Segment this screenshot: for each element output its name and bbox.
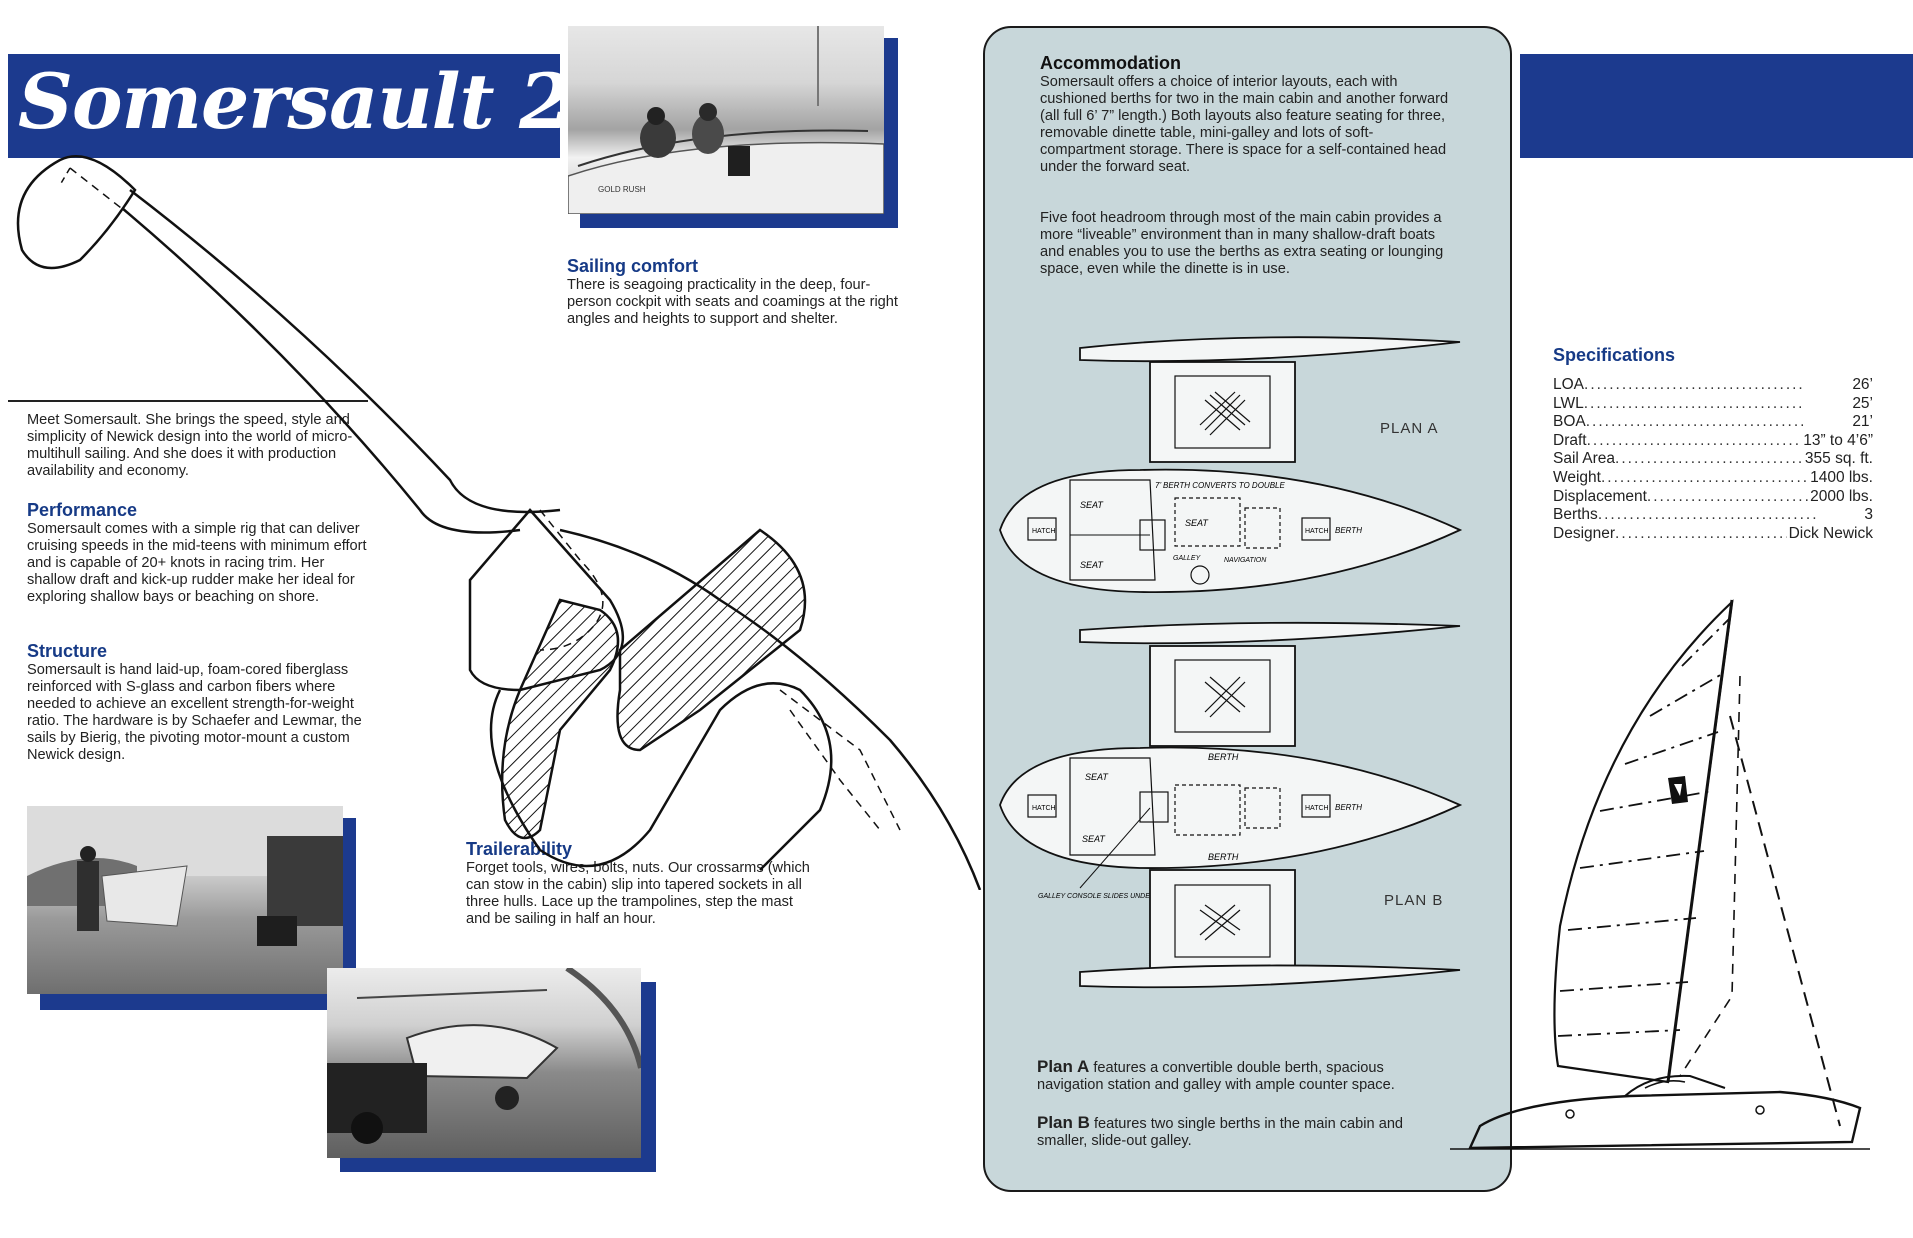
spec-row: Displacement............................… [1553, 487, 1873, 505]
plan-b-berth-bottom: BERTH [1208, 852, 1239, 862]
plan-a-hatch-left: HATCH [1032, 528, 1056, 535]
performance-text: Somersault comes with a simple rig that … [27, 521, 367, 605]
accommodation-heading: Accommodation [1040, 53, 1182, 73]
plan-a-berth-convert: 7’ BERTH CONVERTS TO DOUBLE [1155, 481, 1285, 490]
specifications-table: LOA...................................26… [1553, 376, 1873, 543]
intro-rule [8, 400, 368, 402]
plan-b-berth: BERTH [1335, 803, 1362, 812]
structure-heading: Structure [27, 641, 108, 661]
accommodation-panel [983, 26, 1512, 1192]
spec-row: Draft...................................… [1553, 431, 1873, 449]
trailer-photo-art [327, 968, 641, 1144]
spec-row: Weight..................................… [1553, 468, 1873, 486]
boat-name-text: GOLD RUSH [598, 185, 646, 194]
plan-b-caption-text: features two single berths in the main c… [1037, 1116, 1404, 1149]
structure-text: Somersault is hand laid-up, foam-cored f… [27, 662, 362, 763]
sail-plan-drawing [1450, 599, 1870, 1150]
trailer-photo [327, 968, 641, 1158]
plan-b-seat-2: SEAT [1082, 834, 1106, 844]
brochure-title: Somersault 26’ [18, 57, 649, 146]
plan-b-seat-1: SEAT [1085, 772, 1109, 782]
plan-a-seat-2: SEAT [1080, 560, 1104, 570]
plan-a-caption-title: Plan A [1037, 1057, 1090, 1076]
specifications-heading: Specifications [1553, 345, 1676, 365]
accommodation-paragraph-1: Somersault offers a choice of interior l… [1040, 74, 1449, 175]
plan-a-caption: Plan A features a convertible double ber… [1037, 1058, 1437, 1094]
field-photo [27, 806, 343, 994]
plan-b-hatch-left: HATCH [1032, 805, 1056, 812]
crossarm-drawing [16, 155, 982, 890]
plan-a-label: PLAN A [1380, 420, 1439, 437]
plan-b-berth-top: BERTH [1208, 752, 1239, 762]
plan-a-navigation: NAVIGATION [1224, 557, 1267, 564]
performance-heading: Performance [27, 500, 138, 520]
plan-a-hatch-right: HATCH [1305, 528, 1329, 535]
spec-row: Designer................................… [1553, 524, 1873, 542]
plan-b-label: PLAN B [1384, 892, 1444, 909]
plan-a-seat-1: SEAT [1080, 500, 1104, 510]
plan-a-berth: BERTH [1335, 526, 1362, 535]
sailing-comfort-text: There is seagoing practicality in the de… [567, 277, 898, 327]
spec-row: BOA...................................21… [1553, 413, 1873, 431]
spec-row: Sail Area...............................… [1553, 450, 1873, 468]
spec-row: LOA...................................26… [1553, 376, 1873, 393]
accommodation-paragraph-2: Five foot headroom through most of the m… [1040, 210, 1444, 277]
floor-plans-drawing: SEAT SEAT SEAT 7’ BERTH CONVERTS TO DOUB… [999, 336, 1463, 989]
plan-b-galley-console: GALLEY CONSOLE SLIDES UNDER SEAT - STEP [1038, 893, 1200, 900]
title-band-left [8, 54, 560, 158]
intro-text: Meet Somersault. She brings the speed, s… [27, 412, 353, 479]
title-band-right [1520, 54, 1913, 158]
cockpit-photo-art: GOLD RUSH [568, 26, 884, 214]
cockpit-photo: GOLD RUSH [568, 26, 884, 214]
spec-row: Berths..................................… [1553, 506, 1873, 524]
spec-row: LWL...................................25… [1553, 394, 1873, 412]
plan-a-galley: GALLEY [1173, 555, 1202, 562]
trailerability-text: Forget tools, wires, bolts, nuts. Our cr… [466, 860, 810, 927]
plan-b-caption-title: Plan B [1037, 1113, 1090, 1132]
sailing-comfort-heading: Sailing comfort [567, 256, 699, 276]
plan-a-seat-3: SEAT [1185, 518, 1209, 528]
plan-b-caption: Plan B features two single berths in the… [1037, 1114, 1437, 1150]
plan-b-hatch-right: HATCH [1305, 805, 1329, 812]
field-photo-art [27, 806, 343, 946]
plan-a-caption-text: features a convertible double berth, spa… [1037, 1060, 1395, 1093]
